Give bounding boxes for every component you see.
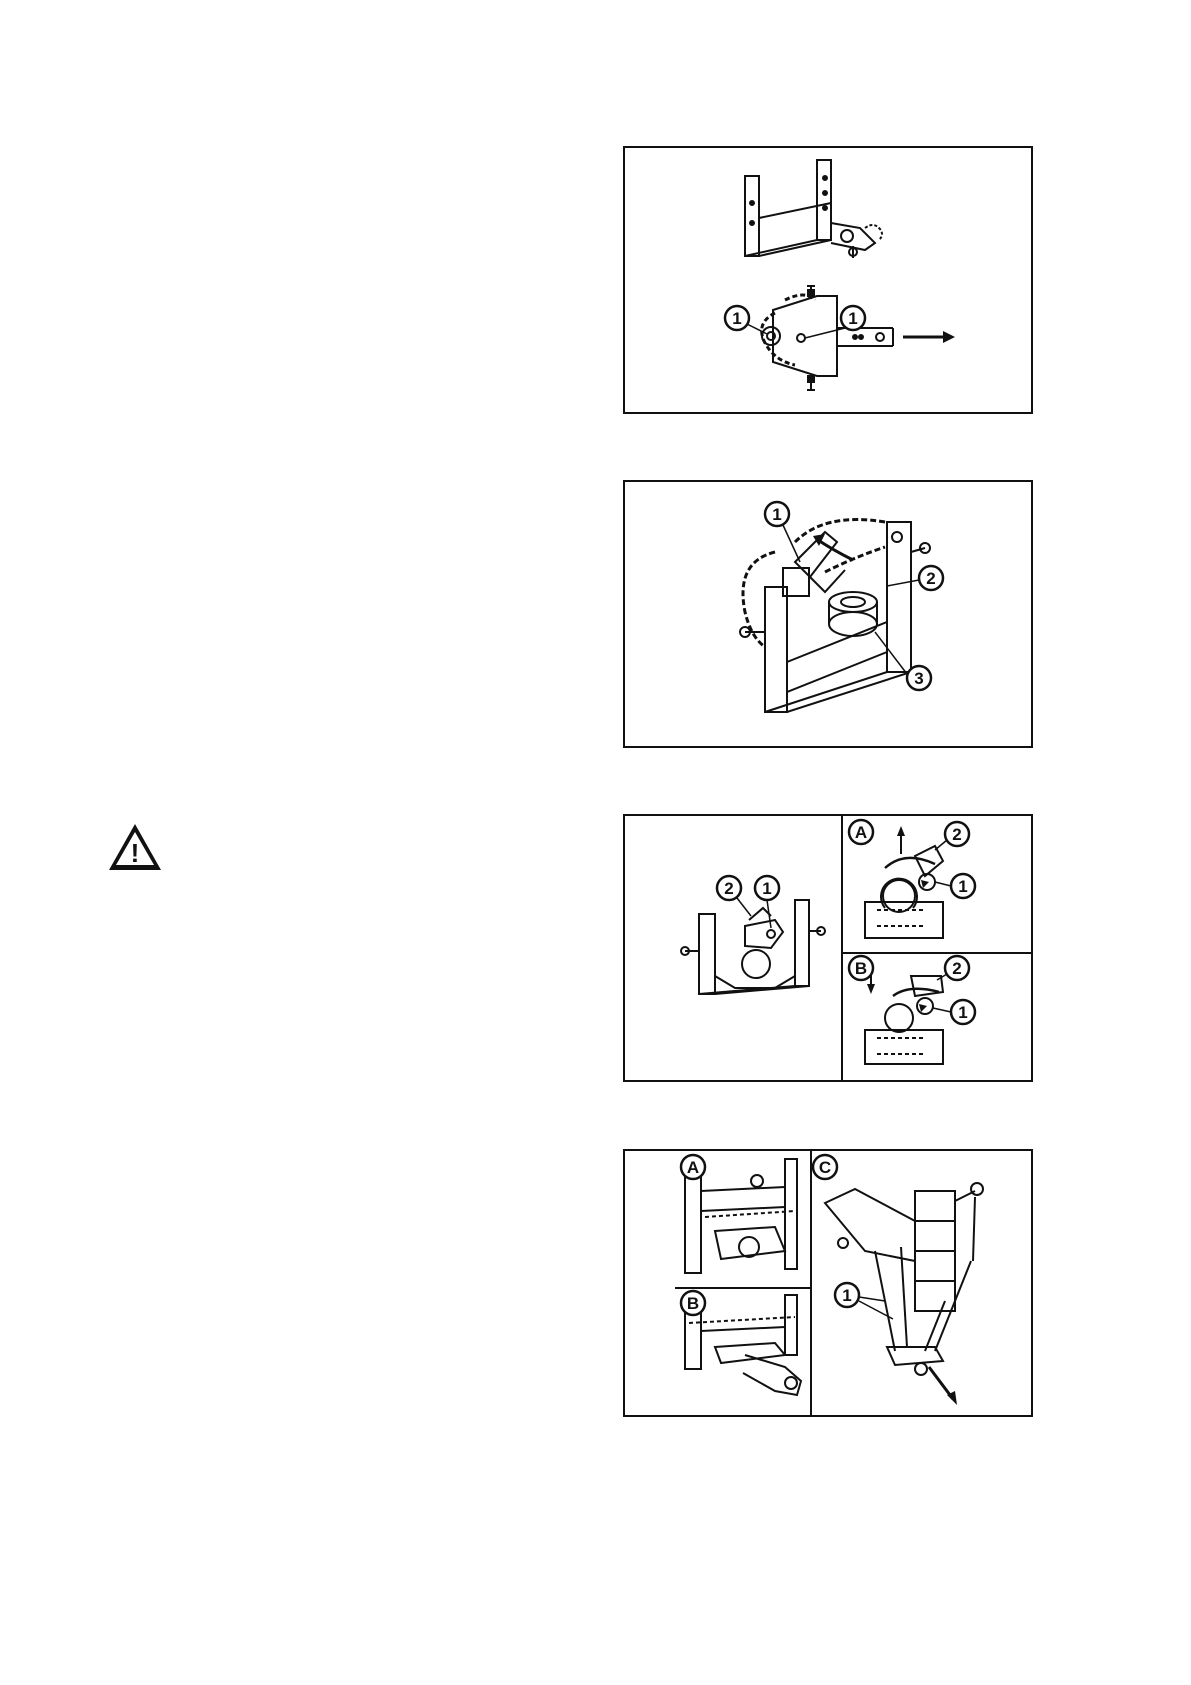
figure-hitch-ball-lock: 1 2 3 [623,480,1033,748]
callout-label: 3 [914,669,923,688]
callout-label: 1 [732,309,741,328]
warning-glyph: ! [131,838,140,868]
callout-label: 2 [952,959,961,978]
callout-label: 1 [772,505,781,524]
figure-hitch-removal: 1 1 [623,146,1033,414]
hitch-illustration-4: A B C 1 [625,1151,1031,1415]
callout-label: 1 [958,877,967,896]
callout-label: 2 [952,825,961,844]
panel-label: B [687,1294,699,1313]
panel-label: A [855,823,867,842]
warning-triangle-icon: ! [107,822,163,872]
panel-label: A [687,1158,699,1177]
callout-label: 2 [724,879,733,898]
callout-label: 1 [958,1003,967,1022]
figure-hitch-latch-operation: A B 2 1 2 1 2 1 [623,814,1033,1082]
callout-label: 2 [926,569,935,588]
callout-label: 1 [842,1286,851,1305]
hitch-illustration-3: A B 2 1 2 1 2 1 [625,816,1031,1080]
callout-label: 1 [848,309,857,328]
callout-label: 1 [762,879,771,898]
figure-hitch-variants: A B C 1 [623,1149,1033,1417]
panel-label: C [819,1158,831,1177]
panel-label: B [855,959,867,978]
hitch-illustration-2: 1 2 3 [625,482,1031,746]
hitch-illustration-1: 1 1 [625,148,1031,412]
